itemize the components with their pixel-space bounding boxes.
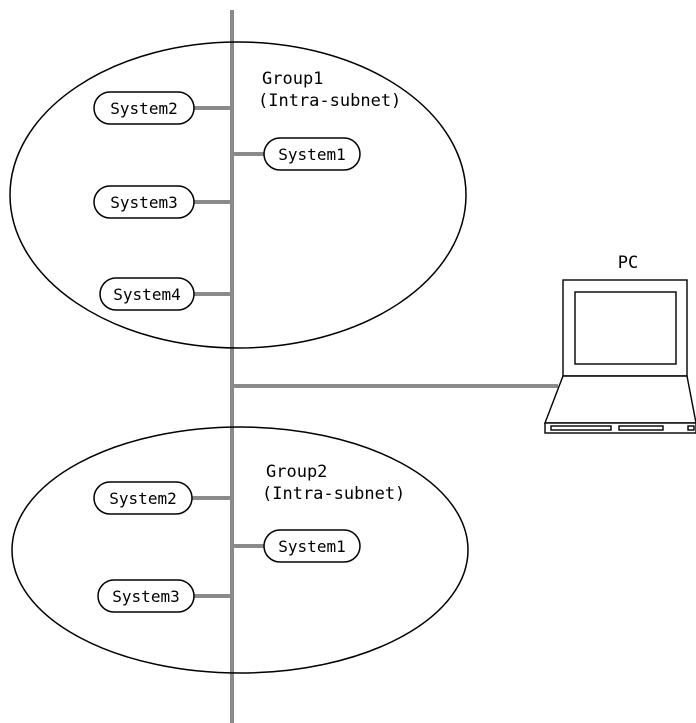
group-1-system2-label: System2: [110, 99, 177, 118]
group-2-system1-label: System1: [278, 537, 345, 556]
pc-label: PC: [618, 253, 638, 273]
group-2-subtitle: (Intra-subnet): [262, 484, 405, 504]
group-1-title: Group1: [262, 69, 323, 89]
group-1-system1-label: System1: [278, 145, 345, 164]
group-2-system2-node[interactable]: System2: [93, 481, 193, 515]
pc-node[interactable]: PC: [543, 253, 696, 434]
group-2-system2-label: System2: [109, 489, 176, 508]
group-2-title: Group2: [266, 462, 327, 482]
group-2: Group2 (Intra-subnet) System2 System1 Sy…: [11, 426, 469, 674]
group-1-system4-label: System4: [113, 285, 180, 304]
group-1-system2-node[interactable]: System2: [93, 91, 195, 125]
group-1-system3-node[interactable]: System3: [93, 185, 195, 219]
group-1-system3-label: System3: [110, 193, 177, 212]
group-2-system3-label: System3: [112, 587, 179, 606]
laptop-icon: [543, 279, 696, 434]
group-2-system1-node[interactable]: System1: [263, 529, 361, 563]
group-1-subtitle: (Intra-subnet): [258, 91, 401, 111]
group-1: Group1 (Intra-subnet) System2 System1 Sy…: [9, 41, 467, 349]
group-1-boundary: [9, 41, 467, 349]
group-2-system3-node[interactable]: System3: [97, 579, 195, 613]
group-1-system1-node[interactable]: System1: [263, 137, 361, 171]
group-2-boundary: [11, 426, 469, 674]
group-1-system4-node[interactable]: System4: [99, 277, 195, 311]
